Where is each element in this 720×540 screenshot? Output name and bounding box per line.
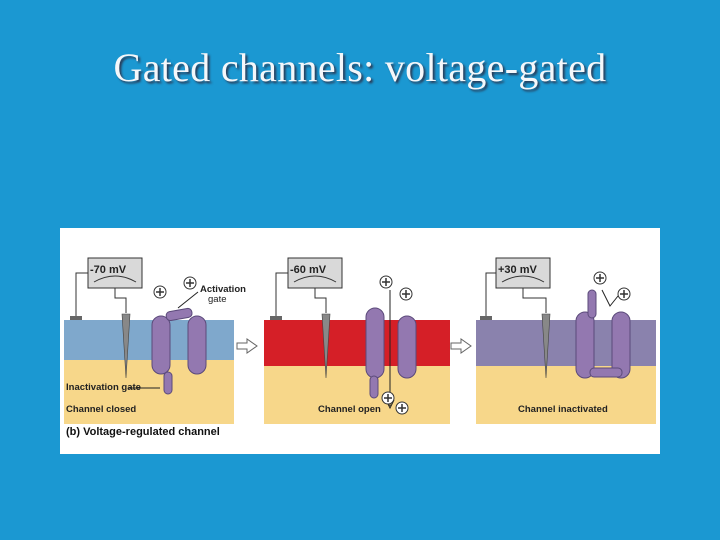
activation-gate — [165, 307, 193, 322]
electrode-icon — [121, 313, 131, 379]
state-label-inactivated: Channel inactivated — [518, 404, 608, 415]
cytoplasm-region — [64, 360, 234, 424]
voltmeter-icon — [87, 257, 143, 289]
panel-open-drawing — [264, 257, 450, 424]
electrode-icon — [541, 313, 551, 379]
channel-subunit-left — [151, 315, 171, 375]
activation-gate — [587, 289, 597, 319]
arrow-icon — [177, 291, 199, 309]
voltage-gated-channel-figure: -70 mV Activation gate Inactivation gate… — [60, 228, 660, 454]
panel-inactivated-drawing — [476, 257, 656, 424]
voltage-reading-closed: -70 mV — [90, 264, 127, 276]
cytoplasm-region — [264, 366, 450, 424]
channel-subunit-right — [397, 315, 417, 379]
inactivation-label: Inactivation gate — [66, 382, 141, 393]
extracellular-region — [264, 320, 450, 366]
channel-subunit-right — [187, 315, 207, 375]
inactivation-gate — [369, 375, 379, 399]
extracellular-region — [64, 320, 234, 360]
state-label-open: Channel open — [318, 404, 381, 415]
channel-subunit-left — [575, 311, 595, 379]
cytoplasm-region — [476, 366, 656, 424]
voltage-reading-open: -60 mV — [290, 264, 327, 276]
arrow-icon — [236, 338, 258, 354]
panel-channel-inactivated: +30 mV Channel inactivated — [472, 228, 660, 428]
inactivation-gate — [589, 367, 623, 378]
activation-sublabel: gate — [208, 294, 227, 305]
electrode-icon — [321, 313, 331, 379]
voltage-reading-inactivated: +30 mV — [498, 264, 537, 276]
voltmeter-icon — [287, 257, 343, 289]
voltmeter-icon — [495, 257, 551, 289]
channel-subunit-right — [611, 311, 631, 379]
channel-subunit-left — [365, 307, 385, 379]
activation-label: Activation — [200, 284, 246, 295]
arrow-icon — [450, 338, 472, 354]
panel-channel-open: -60 mV Channel open — [260, 228, 460, 428]
figure-caption: (b) Voltage-regulated channel — [66, 426, 220, 438]
inactivation-gate — [163, 371, 173, 395]
panel-channel-closed: -70 mV Activation gate Inactivation gate… — [60, 228, 246, 428]
arrow-icon — [601, 289, 619, 307]
state-label-closed: Channel closed — [66, 404, 137, 415]
slide-title: Gated channels: voltage-gated — [113, 45, 607, 90]
panel-closed-drawing — [64, 257, 234, 424]
